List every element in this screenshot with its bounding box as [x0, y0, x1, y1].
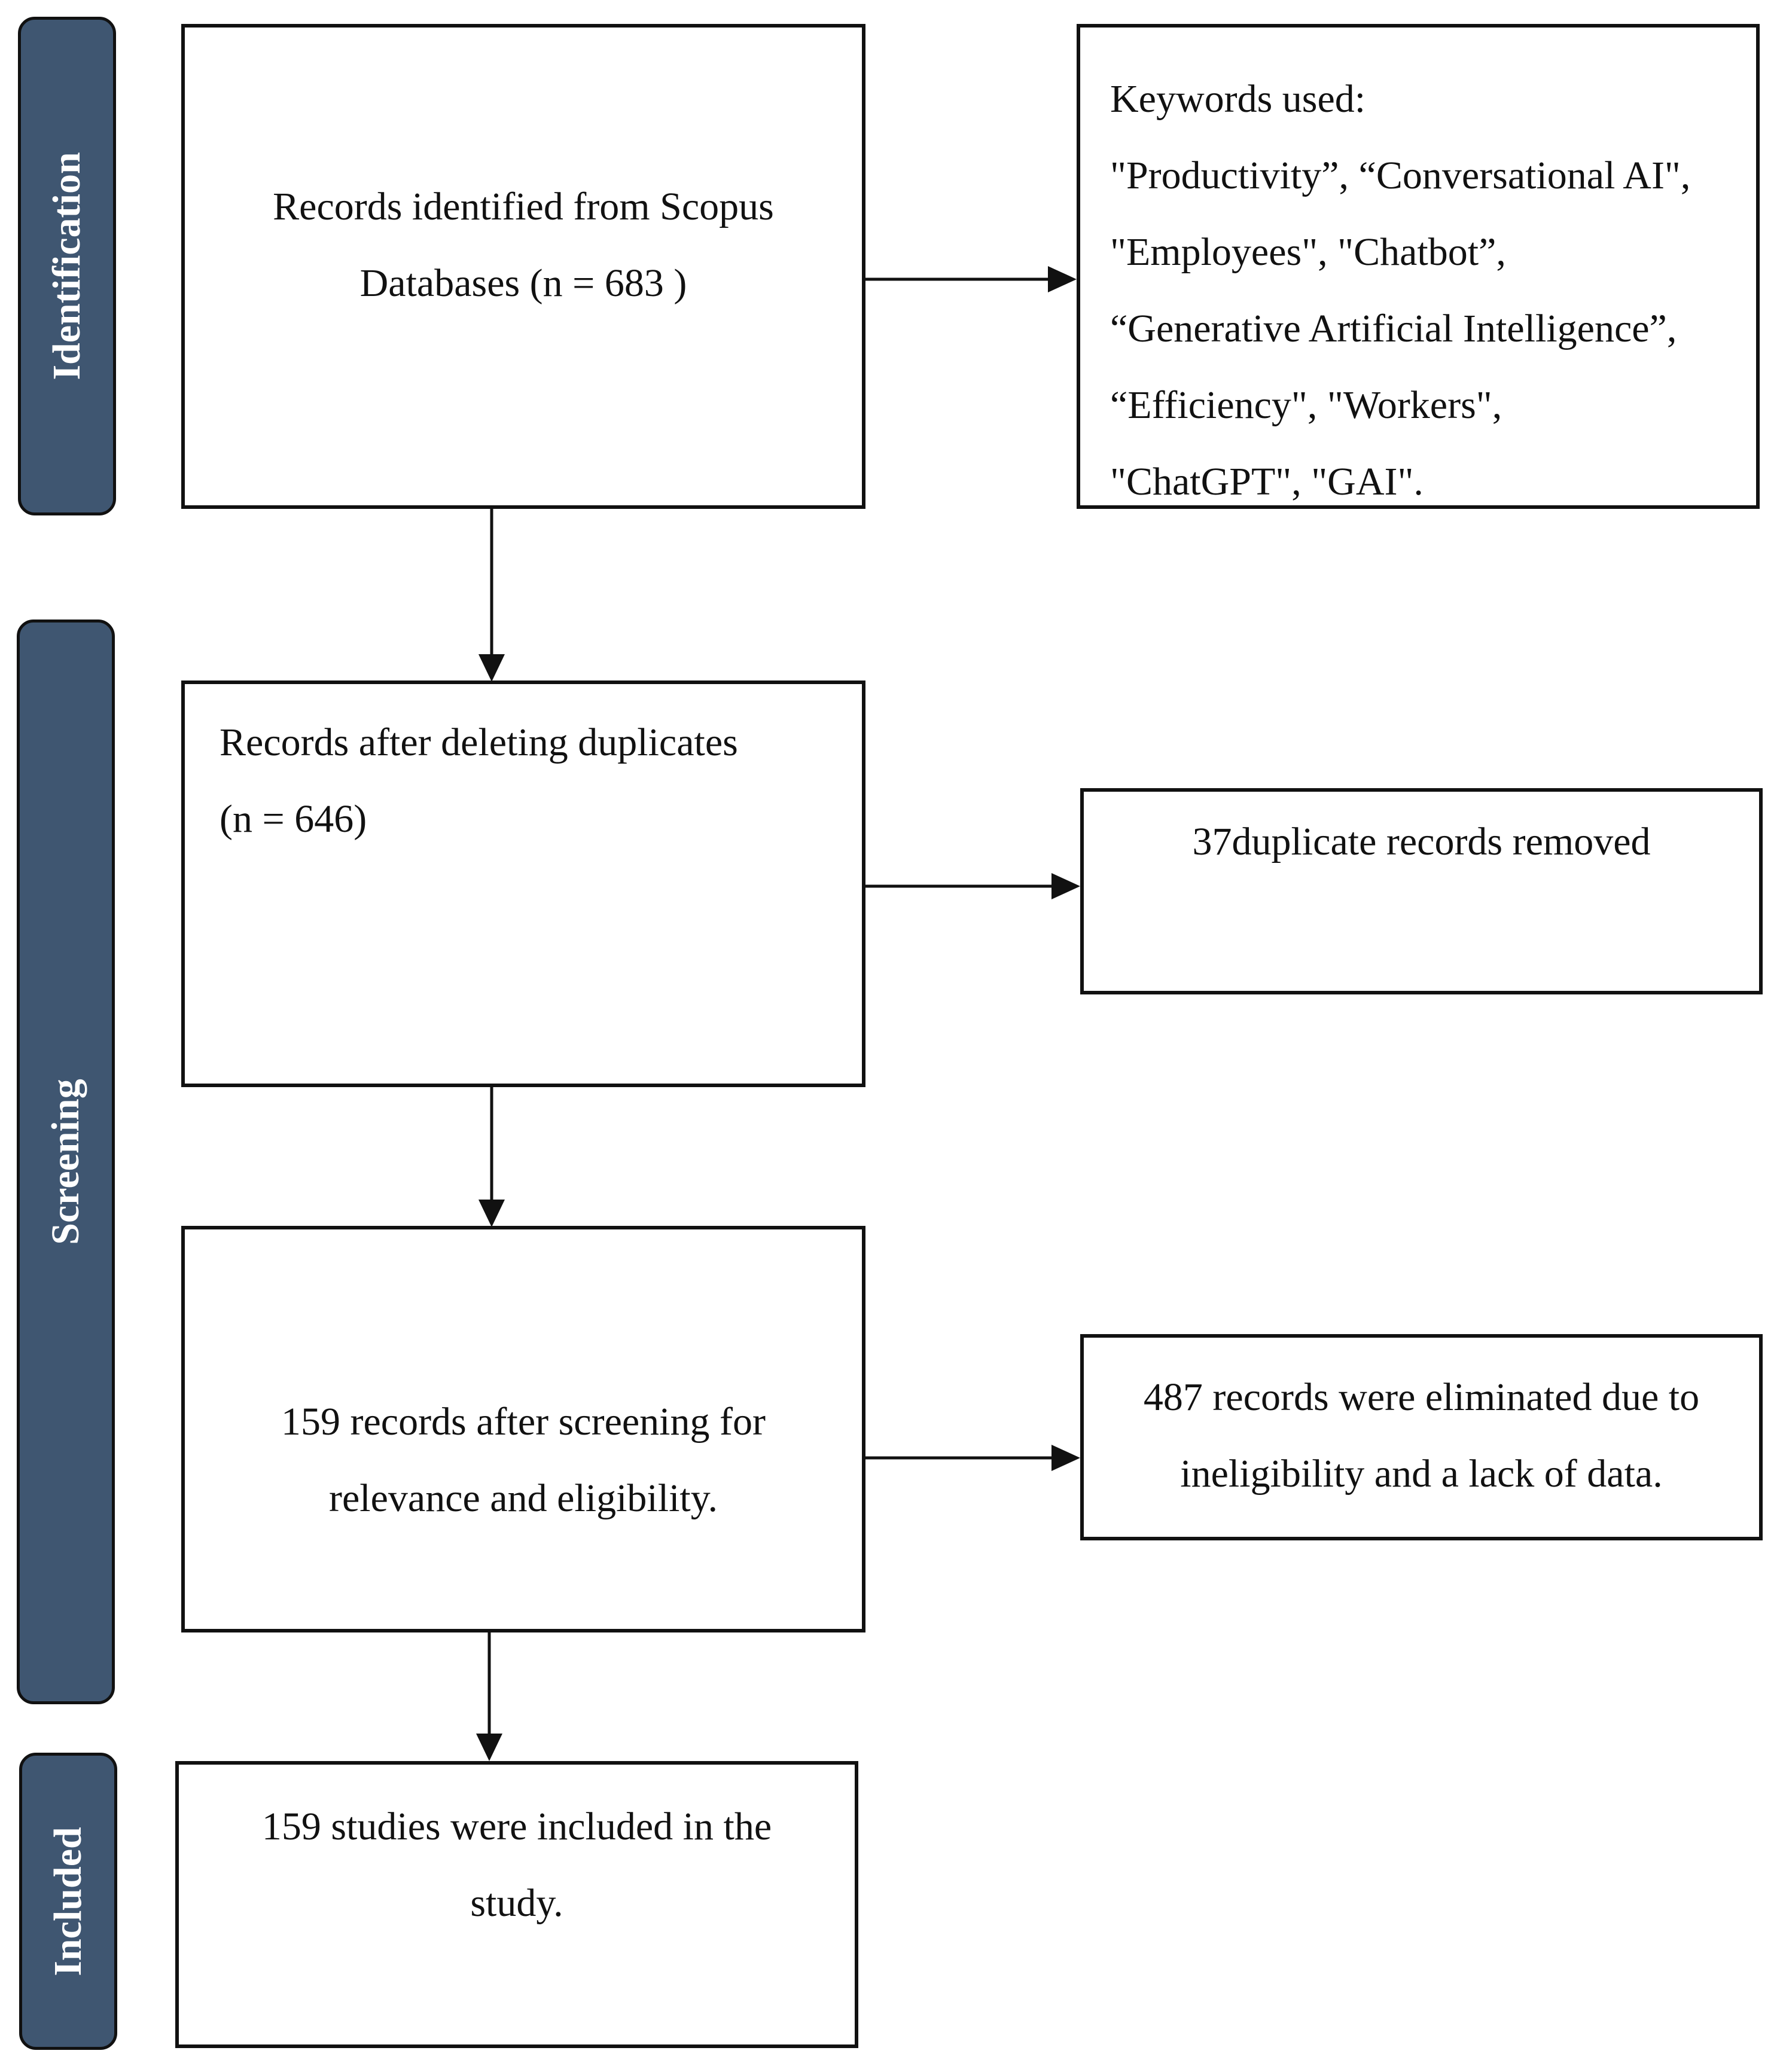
arrowhead-6: [1051, 1445, 1080, 1471]
box-records-identified: Records identified from Scopus Databases…: [181, 24, 865, 509]
box-keywords: Keywords used: "Productivity”, “Conversa…: [1077, 24, 1760, 509]
after-screening-line-2: relevance and eligibility.: [329, 1476, 718, 1520]
box-eliminated: 487 records were eliminated due to ineli…: [1080, 1334, 1763, 1540]
arrowhead-3: [476, 1734, 502, 1761]
stage-identification: Identification: [18, 17, 116, 515]
box-included: 159 studies were included in the study.: [175, 1761, 858, 2048]
keywords-line-2: "Productivity”, “Conversational AI",: [1110, 154, 1691, 197]
keywords-line-4: “Generative Artificial Intelligence”,: [1110, 307, 1677, 350]
eliminated-line-2: ineligibility and a lack of data.: [1180, 1452, 1663, 1496]
included-line-2: study.: [470, 1881, 563, 1925]
after-duplicates-line-2: (n = 646): [220, 797, 367, 841]
arrowhead-2: [478, 1200, 505, 1227]
included-line-1: 159 studies were included in the: [261, 1805, 772, 1848]
keywords-line-6: "ChatGPT", "GAI".: [1110, 460, 1424, 503]
records-identified-line-2: Databases (n = 683 ): [359, 261, 687, 305]
arrowhead-5: [1051, 873, 1080, 899]
stage-screening: Screening: [17, 620, 115, 1704]
keywords-line-3: "Employees", "Chatbot”,: [1110, 230, 1506, 274]
after-duplicates-line-1: Records after deleting duplicates: [220, 721, 738, 764]
arrowhead-4: [1048, 266, 1077, 292]
box-after-duplicates: Records after deleting duplicates (n = 6…: [181, 681, 865, 1087]
box-after-screening: 159 records after screening for relevanc…: [181, 1226, 865, 1632]
stage-included: Included: [19, 1753, 117, 2050]
box-duplicates-removed: 37duplicate records removed: [1080, 788, 1763, 994]
after-screening-line-1: 159 records after screening for: [281, 1400, 766, 1444]
duplicates-removed-line-1: 37duplicate records removed: [1192, 820, 1651, 863]
keywords-line-5: “Efficiency", "Workers",: [1110, 383, 1502, 427]
arrowhead-1: [478, 654, 505, 682]
eliminated-line-1: 487 records were eliminated due to: [1143, 1375, 1700, 1419]
keywords-line-1: Keywords used:: [1110, 77, 1366, 121]
records-identified-line-1: Records identified from Scopus: [273, 185, 774, 228]
